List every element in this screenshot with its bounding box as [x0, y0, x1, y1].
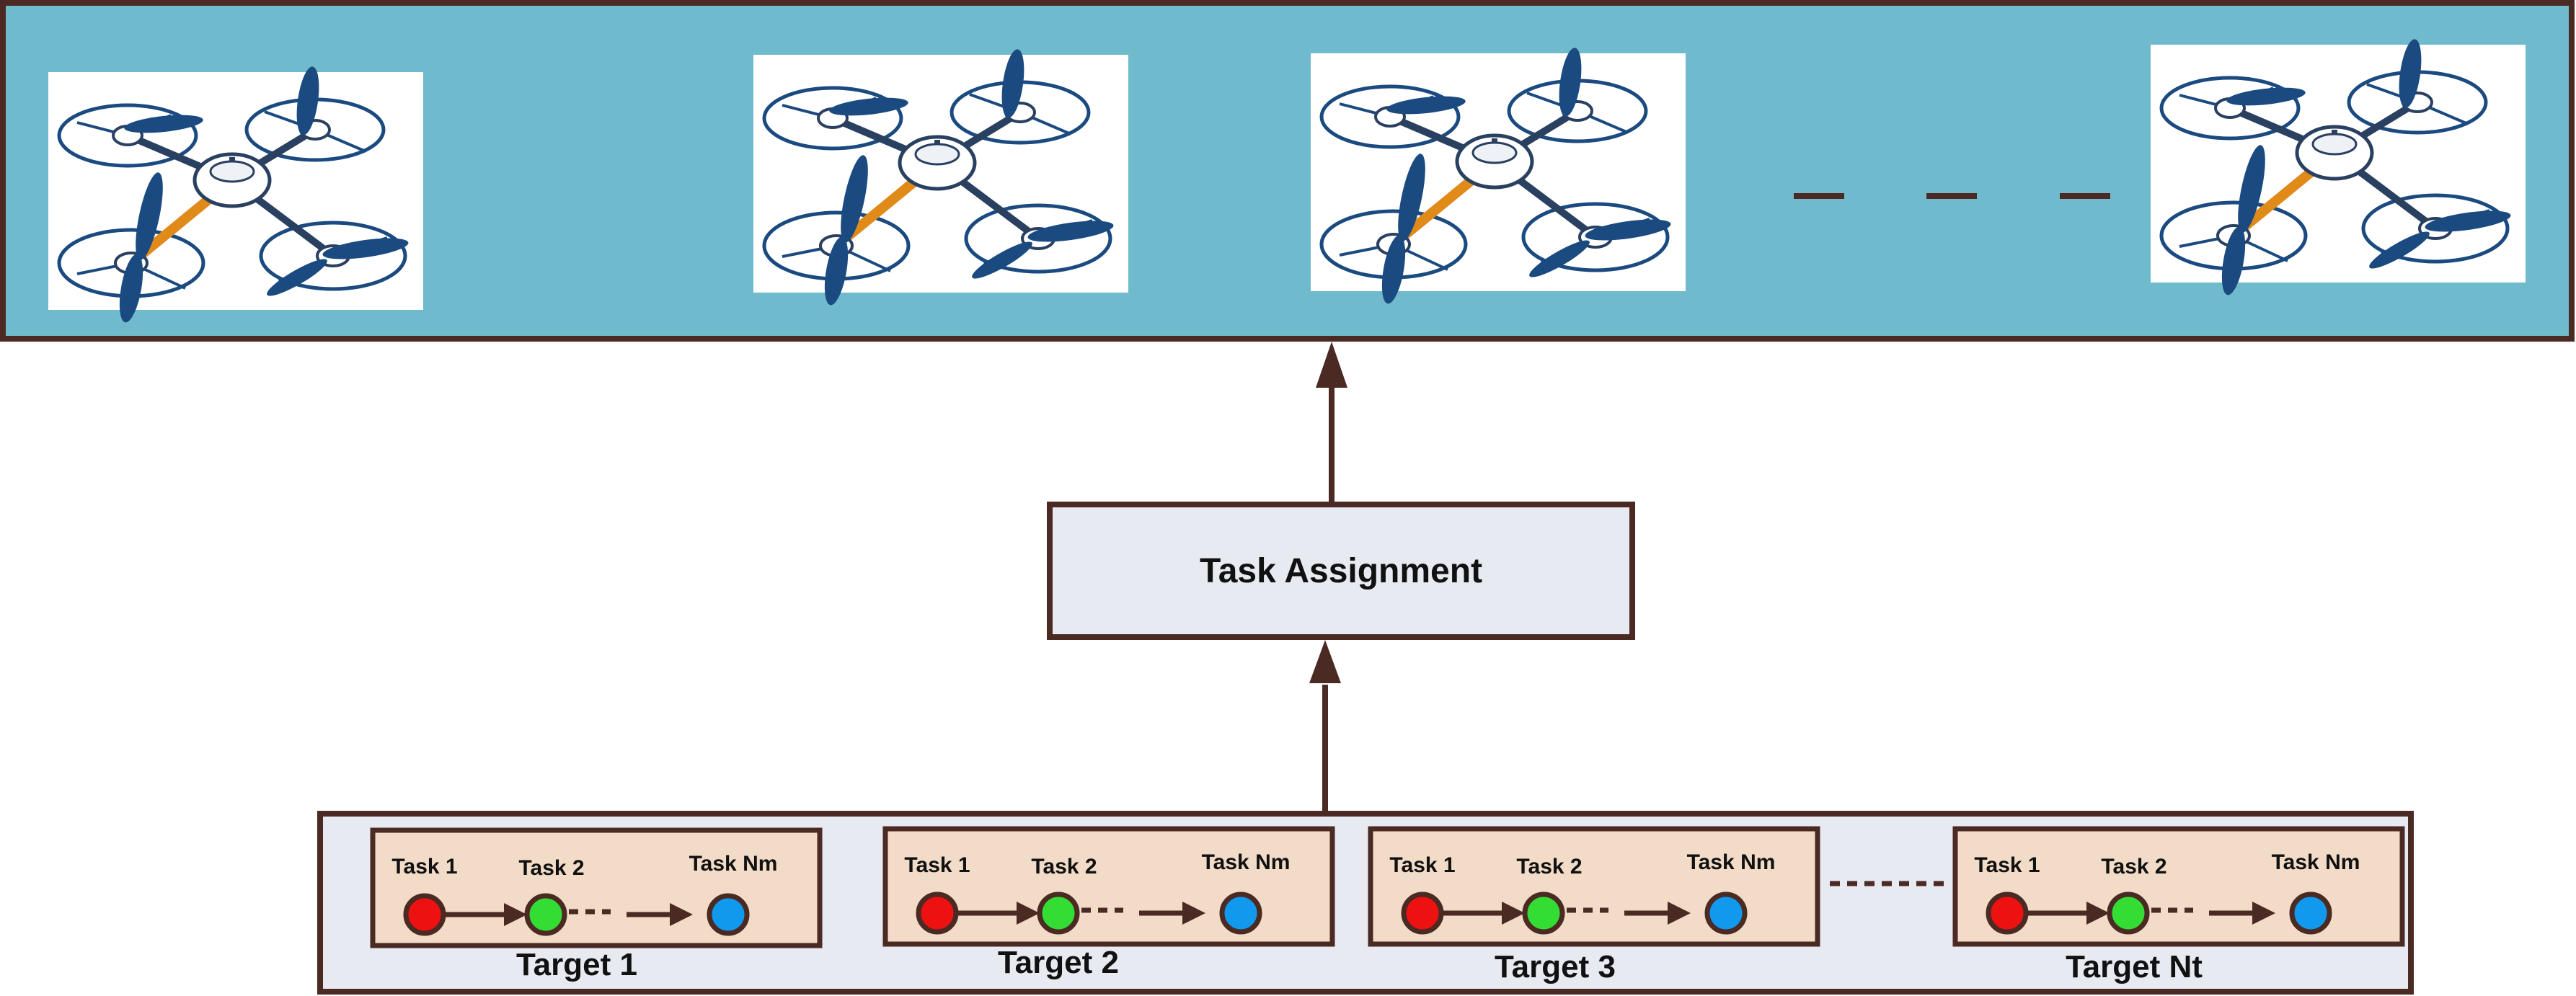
target-name: Target 3: [1495, 949, 1616, 984]
drone-panel: [0, 0, 2575, 342]
task-label-first: Task 1: [391, 855, 457, 879]
task-label-first: Task 1: [1974, 853, 2040, 877]
arrow-to-drones: [1316, 342, 1347, 503]
target-card: Task 1 Task 2 Task Nm: [373, 830, 820, 946]
arrow-to-assignment: [1309, 640, 1341, 812]
task-label-last: Task Nm: [2272, 850, 2360, 874]
quadcopter-drone-icon: [2151, 38, 2526, 297]
quadcopter-drone-icon: [753, 48, 1128, 307]
task-label-second: Task 2: [1516, 855, 1582, 879]
task-label-second: Task 2: [518, 856, 584, 880]
task-label-last: Task Nm: [1202, 850, 1291, 874]
task-label-last: Task Nm: [1687, 850, 1776, 874]
task-label-second: Task 2: [1031, 855, 1097, 879]
target-name: Target 1: [516, 947, 637, 982]
target-card: Task 1 Task 2 Task Nm: [1371, 829, 1818, 944]
task-assignment-label: Task Assignment: [1200, 552, 1482, 590]
task-label-second: Task 2: [2101, 855, 2166, 879]
task-label-last: Task Nm: [689, 852, 778, 876]
target-name: Target Nt: [2066, 949, 2203, 984]
task-assignment-box: Task Assignment: [1047, 502, 1635, 640]
quadcopter-drone-icon: [48, 66, 423, 324]
quadcopter-drone-icon: [1311, 47, 1686, 306]
target-card: Task 1 Task 2 Task Nm: [1955, 829, 2402, 944]
target-card: Task 1 Task 2 Task Nm: [885, 829, 1332, 944]
task-label-first: Task 1: [904, 853, 970, 877]
task-label-first: Task 1: [1389, 853, 1455, 877]
target-name: Target 2: [998, 945, 1119, 980]
